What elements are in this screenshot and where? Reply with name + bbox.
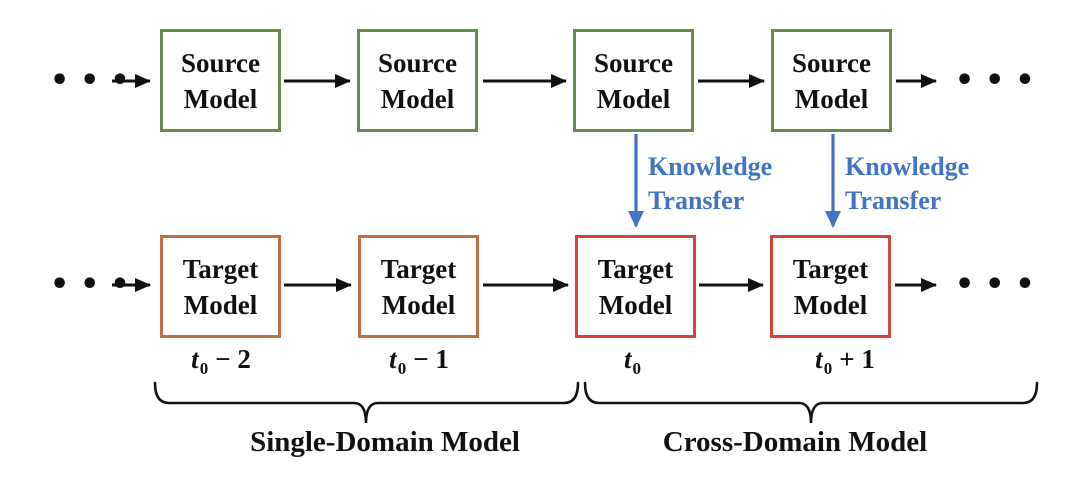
knowledge-transfer-line2: Transfer: [648, 186, 745, 215]
time-subscript: 0: [199, 359, 209, 378]
source-model-box-1: Source Model: [160, 29, 281, 132]
box-label-line1: Source: [594, 47, 673, 78]
box-label-line1: Target: [792, 253, 869, 284]
time-label-t0: t0: [561, 341, 711, 378]
ellipsis-icon-bottom-left: •••: [50, 267, 141, 302]
ellipsis-icon-bottom-right: •••: [955, 267, 1046, 302]
time-var: t: [815, 344, 823, 374]
time-subscript: 0: [823, 359, 833, 378]
time-var: t: [389, 344, 397, 374]
underbrace-single-domain: [153, 381, 580, 424]
time-offset: − 2: [215, 344, 251, 374]
target-model-box-1: Target Model: [160, 235, 281, 338]
box-label-line2: Model: [598, 289, 673, 320]
box-label-line1: Target: [597, 253, 674, 284]
single-domain-model-label: Single-Domain Model: [250, 426, 520, 458]
box-label-line1: Source: [181, 47, 260, 78]
ellipsis-icon-top-right: •••: [955, 63, 1046, 98]
target-model-box-3: Target Model: [575, 235, 696, 338]
source-model-box-3: Source Model: [573, 29, 694, 132]
time-var: t: [623, 344, 632, 374]
box-label-line2: Model: [380, 83, 455, 114]
knowledge-transfer-label-t0: Knowledge Transfer: [648, 150, 772, 218]
target-model-box-2: Target Model: [358, 235, 479, 338]
time-var: t: [191, 344, 199, 374]
box-label-line2: Model: [381, 289, 456, 320]
time-subscript: 0: [397, 359, 407, 378]
knowledge-transfer-label-t0plus1: Knowledge Transfer: [845, 150, 969, 218]
knowledge-transfer-line2: Transfer: [845, 186, 942, 215]
box-label-line2: Model: [596, 83, 671, 114]
knowledge-transfer-line1: Knowledge: [648, 152, 773, 181]
time-label-t0-minus-1: t0 − 1: [344, 341, 494, 378]
knowledge-transfer-line1: Knowledge: [845, 152, 970, 181]
box-label-line2: Model: [183, 83, 258, 114]
time-subscript: 0: [632, 359, 642, 378]
ellipsis-icon-top-left: •••: [50, 63, 141, 98]
box-label-line2: Model: [794, 83, 869, 114]
target-model-box-4: Target Model: [770, 235, 891, 338]
underbrace-cross-domain: [583, 381, 1039, 424]
time-label-t0-minus-2: t0 − 2: [146, 341, 296, 378]
time-offset: + 1: [839, 344, 875, 374]
box-label-line1: Source: [792, 47, 871, 78]
cross-domain-model-label: Cross-Domain Model: [662, 426, 928, 458]
box-label-line1: Source: [378, 47, 457, 78]
time-offset: − 1: [413, 344, 449, 374]
time-label-t0-plus-1: t0 + 1: [770, 341, 920, 378]
box-label-line2: Model: [793, 289, 868, 320]
source-model-box-4: Source Model: [771, 29, 892, 132]
box-label-line1: Target: [182, 253, 259, 284]
box-label-line1: Target: [380, 253, 457, 284]
source-model-box-2: Source Model: [357, 29, 478, 132]
box-label-line2: Model: [183, 289, 258, 320]
